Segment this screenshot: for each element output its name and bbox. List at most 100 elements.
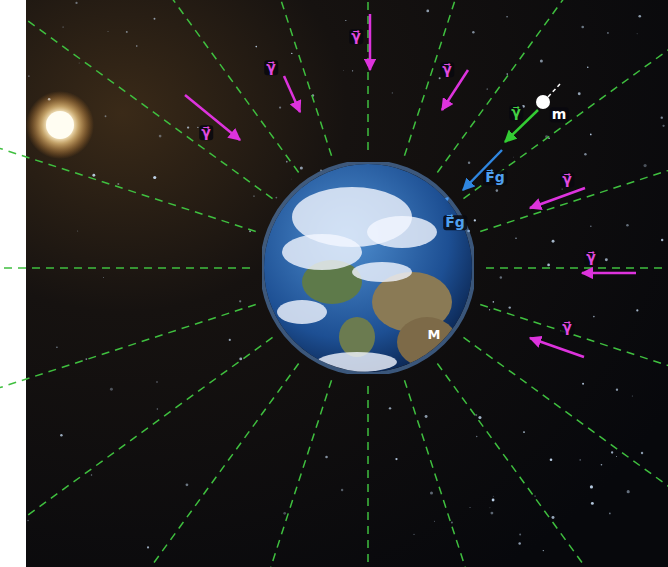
star <box>552 240 555 243</box>
star <box>60 434 62 436</box>
star <box>474 219 476 221</box>
star <box>425 415 428 418</box>
star <box>506 73 508 75</box>
sun <box>26 91 94 159</box>
star <box>587 66 589 68</box>
star <box>117 183 119 185</box>
field-symbol: γ⃗ <box>199 125 213 140</box>
field-line <box>404 0 497 156</box>
star <box>578 92 581 95</box>
star <box>154 18 156 20</box>
small-mass <box>536 95 550 109</box>
star <box>540 59 543 62</box>
earth-shape <box>262 162 474 374</box>
star <box>389 407 391 409</box>
star <box>468 161 471 164</box>
star <box>469 507 470 508</box>
star <box>580 459 581 460</box>
star <box>27 520 28 521</box>
star <box>662 125 664 127</box>
star <box>496 189 499 192</box>
star <box>489 309 490 310</box>
star <box>229 339 231 341</box>
star <box>515 238 516 239</box>
field-symbol: γ⃗ <box>440 62 454 77</box>
star <box>291 53 292 54</box>
field-symbol: γ⃗ <box>349 29 363 44</box>
star <box>638 15 641 18</box>
field-line <box>437 363 615 567</box>
star <box>286 161 288 163</box>
star <box>490 512 493 515</box>
star <box>255 46 257 48</box>
field-line <box>121 0 299 173</box>
field-line <box>480 138 668 231</box>
star <box>325 456 328 459</box>
star <box>147 546 149 548</box>
land <box>397 317 457 367</box>
star <box>187 126 189 128</box>
field-line <box>121 363 299 567</box>
star <box>451 521 453 523</box>
star <box>519 533 521 535</box>
field-line <box>238 380 331 567</box>
star <box>609 513 611 515</box>
star <box>641 452 643 454</box>
field-arrow <box>530 188 585 208</box>
star <box>157 408 158 409</box>
star <box>591 502 594 505</box>
star <box>582 383 584 385</box>
star <box>439 77 441 79</box>
star <box>91 474 92 475</box>
sun-core <box>46 111 74 139</box>
star <box>85 358 87 360</box>
star <box>523 431 525 433</box>
star <box>584 153 586 155</box>
star <box>392 92 393 93</box>
star <box>279 106 281 108</box>
star <box>283 512 286 515</box>
field-arrow <box>284 76 300 112</box>
atmosphere <box>262 162 474 374</box>
field-line <box>28 337 272 515</box>
star <box>543 550 544 551</box>
star <box>500 276 502 278</box>
field-symbol: γ⃗ <box>509 105 523 120</box>
field-symbol: γ⃗ <box>264 60 278 75</box>
star <box>291 178 293 180</box>
star <box>590 485 593 488</box>
star <box>601 464 603 466</box>
star <box>616 388 618 390</box>
star <box>493 301 495 303</box>
star <box>478 416 481 419</box>
field-symbol: γ⃗ <box>560 320 574 335</box>
field-line <box>486 267 668 269</box>
field-line <box>0 138 256 231</box>
star <box>581 26 584 29</box>
star <box>63 26 64 27</box>
field-line <box>0 267 250 269</box>
space-background <box>26 0 668 567</box>
star <box>487 88 488 89</box>
star <box>56 347 57 348</box>
star <box>636 33 638 35</box>
star <box>107 30 109 32</box>
star <box>136 45 137 46</box>
field-arrow <box>369 14 372 70</box>
cloud <box>282 234 362 270</box>
field-arrow <box>530 338 584 357</box>
earth-globe: M <box>262 162 474 374</box>
star <box>509 306 511 308</box>
star <box>492 495 494 497</box>
star <box>590 134 592 136</box>
star <box>341 489 343 491</box>
star <box>75 2 77 4</box>
star <box>352 70 353 71</box>
star <box>430 492 433 495</box>
star <box>186 483 189 486</box>
star <box>103 277 105 279</box>
mass-label: m <box>550 107 569 122</box>
star <box>492 499 495 502</box>
